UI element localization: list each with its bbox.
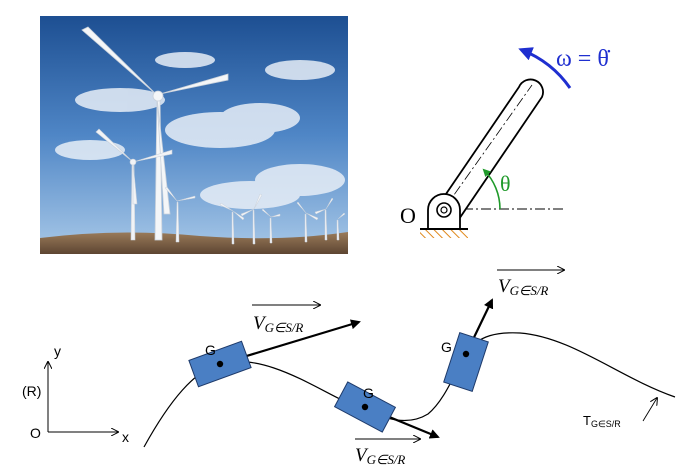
pivot-support [420,193,468,238]
wind-turbine-photo [40,16,348,254]
tangent-pointer [642,398,657,422]
angle-label: θ [500,171,511,196]
vector-label-3: VG∈S/R [497,270,564,298]
svg-text:VG∈S/R: VG∈S/R [355,445,405,467]
trajectory-diagram: y x O (R) G G G [22,270,676,467]
svg-text:TG∈S/R: TG∈S/R [583,413,621,429]
omega-arrow [518,47,572,89]
svg-text:VG∈S/R: VG∈S/R [498,276,548,298]
pivot-label: O [400,203,416,228]
origin-label: O [30,425,41,441]
block-3-label: G [441,339,452,355]
block-2-label: G [363,385,374,401]
x-axis-label: x [122,429,129,445]
reference-frame: y x O (R) [22,343,129,445]
ground-hatch [420,230,468,238]
arm [431,78,544,224]
solid-block-1: G [188,340,252,388]
vector-label-2: VG∈S/R [355,439,420,467]
solid-block-2: G [333,381,397,433]
vector-label-1: VG∈S/R [252,305,320,335]
solid-block-3: G [441,332,489,392]
block-1-label: G [205,342,216,358]
tangent-label: TG∈S/R [583,398,657,429]
omega-label: ω = θ̇ [556,46,611,72]
angle-arc [482,168,501,210]
frame-label: (R) [22,383,41,399]
svg-text:VG∈S/R: VG∈S/R [253,313,303,335]
y-axis-label: y [54,343,61,359]
rotating-arm-diagram: θ O ω = θ̇ [400,46,611,238]
